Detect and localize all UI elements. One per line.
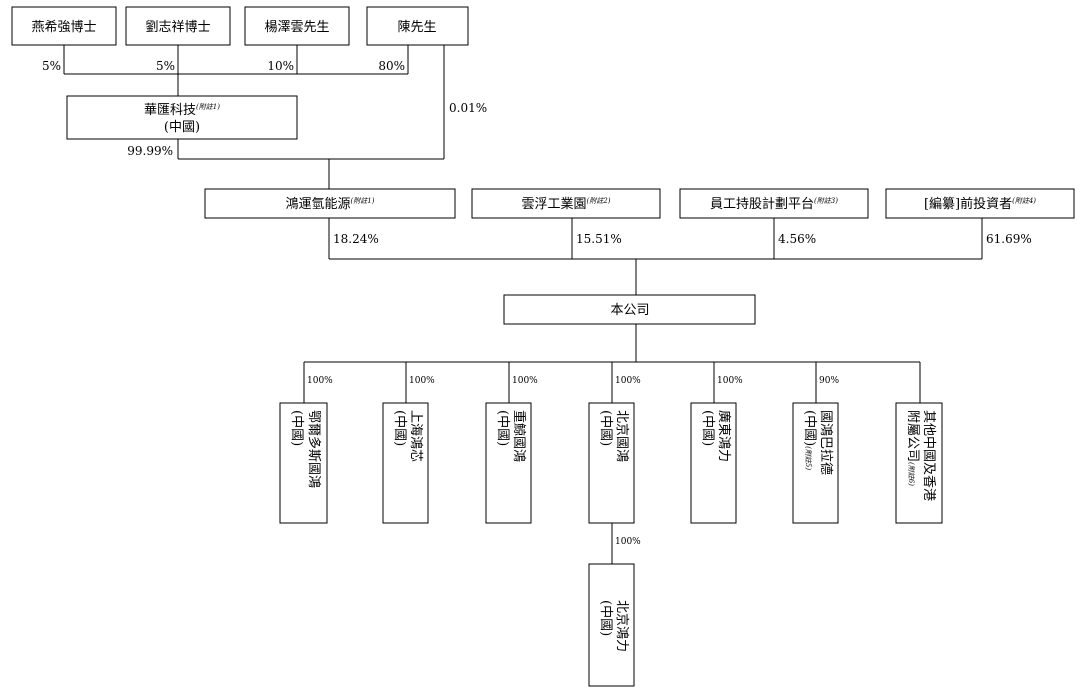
investor-hongyun-name: 鴻運氫能源 [286,197,351,212]
huahui-name: 華匯科技 [144,103,196,118]
shareholder-yan: 燕希強博士 [11,6,117,46]
svg-text:附屬公司(附註6): 附屬公司(附註6) [905,410,920,486]
sub-shanghai: 上海鴻芯 (中國) [382,402,429,524]
sub-ordos-name: 鄂爾多斯國鴻 [306,410,322,488]
sub-chongqing-percent: 100% [512,376,538,386]
investor-employee-platform-name: 員工持股計劃平台 [710,196,814,212]
hongyun-percent-label: 18.24% [333,232,379,246]
shareholder-chen-name: 陳先生 [397,20,436,35]
huahui-percent-label: 99.99% [127,144,173,158]
sub-shanghai-region: (中國) [392,410,407,446]
grandchild-beijing-hongli: 北京鴻力 (中國) [588,563,635,687]
svg-text:[編纂]前投資者(附註4): [編纂]前投資者(附註4) [924,196,1036,212]
shareholder-chen: 陳先生 [366,6,469,46]
sub-ballard-percent: 90% [819,376,839,386]
sub-guangdong-percent: 100% [717,376,743,386]
investor-employee-platform-note: (附註3) [814,197,838,205]
huahui-region: (中國) [164,120,200,135]
shareholder-yan-name: 燕希強博士 [31,20,96,35]
svg-text:鴻運氫能源(附註1): 鴻運氫能源(附註1) [286,197,375,212]
svg-text:華匯科技(附註1): 華匯科技(附註1) [144,103,220,118]
employee-platform-percent-label: 4.56% [778,232,816,246]
investor-hongyun-note: (附註1) [351,197,375,205]
sub-other-name: 其他中國及香港 [921,410,936,501]
sub-ordos: 鄂爾多斯國鴻 (中國) [279,402,328,524]
liu-percent-label: 5% [156,59,175,73]
investor-hongyun: 鴻運氫能源(附註1) [204,188,456,219]
investor-employee-platform: 員工持股計劃平台(附註3) [679,188,869,219]
grandchild-region: (中國) [598,600,613,636]
svg-text:(中國)(附註5): (中國)(附註5) [802,410,817,470]
shareholder-yang: 楊澤雲先生 [244,6,350,46]
grandchild-percent: 100% [615,537,641,547]
sub-guangdong: 廣東鴻力 (中國) [690,402,737,524]
investor-yunfu: 雲浮工業園(附註2) [471,188,661,219]
huahui-note: (附註1) [196,103,220,111]
sub-ballard: 國鴻巴拉德 (中國)(附註5) [792,402,839,524]
sub-ordos-region: (中國) [289,410,304,446]
sub-beijing-name: 北京國鴻 [614,410,629,462]
connector-lines [63,45,983,564]
sub-other-region: 附屬公司 [905,410,920,462]
shareholder-liu-name: 劉志祥博士 [145,20,210,35]
sub-ordos-percent: 100% [307,376,333,386]
sub-other: 其他中國及香港 附屬公司(附註6) [895,402,943,524]
sub-ballard-region: (中國) [802,410,817,446]
sub-shanghai-percent: 100% [409,376,435,386]
company-box: 本公司 [503,294,756,325]
investor-yunfu-name: 雲浮工業園 [522,196,587,212]
svg-text:雲浮工業園(附註2): 雲浮工業園(附註2) [522,196,611,212]
sub-beijing: 北京國鴻 (中國) [588,402,635,524]
sub-chongqing-name: 重鯨國鴻 [511,410,527,462]
company-name: 本公司 [610,303,649,318]
sub-ballard-name: 國鴻巴拉德 [818,410,833,475]
investor-pre-ipo-note: (附註4) [1012,197,1036,205]
sub-guangdong-name: 廣東鴻力 [716,410,732,462]
shareholder-liu: 劉志祥博士 [125,6,231,46]
chen-percent-label: 80% [378,59,405,73]
investor-pre-ipo-name: [編纂]前投資者 [924,196,1012,212]
yan-percent-label: 5% [42,59,61,73]
sub-ballard-note: (附註5) [804,446,812,470]
yunfu-percent-label: 15.51% [576,232,622,246]
huahui-box: 華匯科技(附註1) (中國) [66,95,298,140]
sub-chongqing: 重鯨國鴻 (中國) [485,402,532,524]
sub-chongqing-region: (中國) [495,410,510,446]
chen-direct-percent-label: 0.01% [449,101,487,115]
pre-ipo-percent-label: 61.69% [986,232,1032,246]
shareholder-yang-name: 楊澤雲先生 [264,19,329,35]
svg-text:員工持股計劃平台(附註3): 員工持股計劃平台(附註3) [710,196,838,212]
sub-beijing-percent: 100% [615,376,641,386]
grandchild-name: 北京鴻力 [614,600,629,652]
sub-guangdong-region: (中國) [700,410,715,446]
investor-pre-ipo: [編纂]前投資者(附註4) [885,188,1075,219]
sub-beijing-region: (中國) [598,410,613,446]
yang-percent-label: 10% [267,59,294,73]
sub-shanghai-name: 上海鴻芯 [408,410,423,462]
investor-yunfu-note: (附註2) [587,197,611,205]
sub-other-note: (附註6) [907,462,915,486]
